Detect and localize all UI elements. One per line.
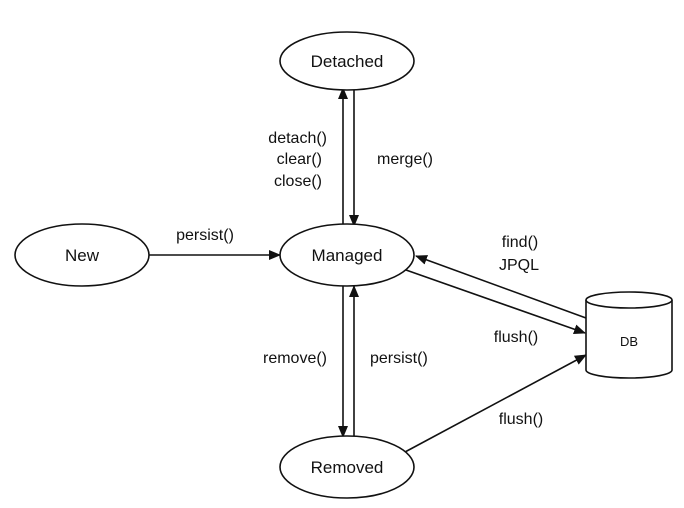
edge-label-persist-removed: persist() <box>370 350 428 367</box>
node-removed: Removed <box>279 435 415 499</box>
node-managed: Managed <box>279 223 415 287</box>
edge-label-jpql: JPQL <box>499 257 539 274</box>
edge-label-flush-removed: flush() <box>499 411 543 428</box>
edge-label-persist-new: persist() <box>176 227 234 244</box>
edge-removed-to-db <box>404 354 587 453</box>
node-detached-label: Detached <box>311 52 384 71</box>
edge-label-merge: merge() <box>377 151 433 168</box>
edge-label-clear: clear() <box>277 151 322 168</box>
edge-label-find: find() <box>502 234 538 251</box>
edge-label-close: close() <box>274 173 322 190</box>
node-db-cylinder: DB <box>585 291 673 379</box>
edge-managed-to-db <box>405 269 586 335</box>
node-db-label: DB <box>620 334 638 349</box>
edge-label-detach: detach() <box>268 130 327 147</box>
node-new-label: New <box>65 246 100 265</box>
node-new: New <box>14 223 150 287</box>
node-detached: Detached <box>279 31 415 91</box>
node-removed-label: Removed <box>311 458 384 477</box>
edge-label-remove: remove() <box>263 350 327 367</box>
node-managed-label: Managed <box>312 246 383 265</box>
edge-label-flush-managed: flush() <box>494 329 538 346</box>
edge-db-to-managed <box>415 255 587 319</box>
